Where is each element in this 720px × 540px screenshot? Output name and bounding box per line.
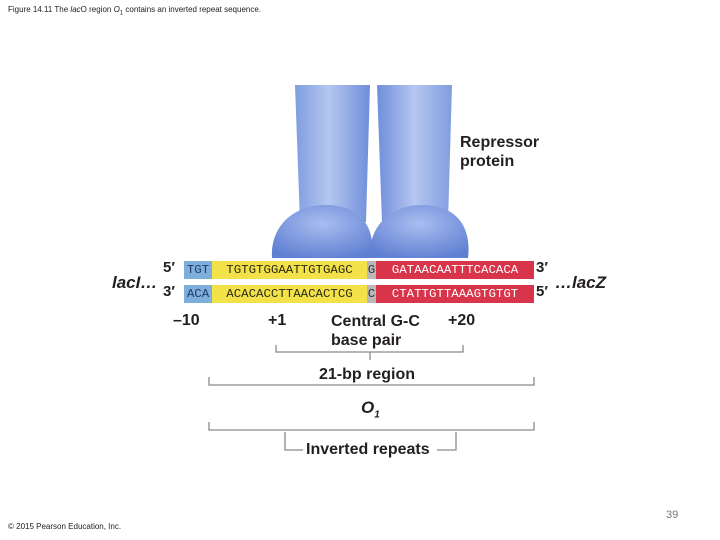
bottom-strand-sequence: ACA ACACACCTTAACACTCG C CTATTGTTAAAGTGTG…: [184, 285, 534, 303]
bottom-seq-blue: ACA: [184, 285, 212, 303]
bracket-inverted-repeats-left: [284, 432, 303, 451]
copyright: © 2015 Pearson Education, Inc.: [8, 522, 122, 531]
operator-letter: O: [361, 398, 375, 417]
bracket-inverted-repeats-right: [437, 432, 457, 451]
region-21bp-label: 21-bp region: [319, 366, 416, 383]
bottom-seq-yellow: ACACACCTTAACACTCG: [212, 285, 367, 303]
caption-lac: lac: [70, 5, 81, 14]
repressor-left-subunit: [295, 85, 370, 222]
operator-o1-label: O1: [361, 398, 380, 420]
figure-caption: Figure 14.11 The lacO region O1 contains…: [8, 5, 261, 17]
repressor-label-line2: protein: [460, 153, 515, 170]
repressor-right-head: [369, 205, 469, 258]
bottom-seq-red: CTATTGTTAAAGTGTGT: [376, 285, 534, 303]
top-strand-sequence: TGT TGTGTGGAATTGTGAGC G GATAACAATTTCACAC…: [184, 261, 534, 279]
central-gc-line1: Central G-C: [331, 313, 420, 330]
top-strand-5prime: 5′: [163, 259, 175, 276]
top-seq-red: GATAACAATTTCACACA: [376, 261, 534, 279]
repressor-left-head: [271, 205, 373, 258]
bracket-o1: [208, 422, 535, 431]
brackets: [208, 345, 535, 451]
bottom-strand-3prime: 3′: [163, 283, 175, 300]
repressor-label: Repressor protein: [460, 133, 539, 171]
position-minus10: –10: [173, 312, 200, 329]
central-gc-label: Central G-C base pair: [331, 312, 420, 350]
position-plus20: +20: [448, 312, 476, 329]
top-seq-central: G: [367, 261, 376, 279]
central-gc-line2: base pair: [331, 332, 402, 349]
position-plus1: +1: [268, 312, 287, 329]
bottom-seq-central: C: [367, 285, 376, 303]
caption-o-sub: 1: [119, 10, 124, 17]
caption-mid: O region: [80, 5, 114, 14]
top-seq-blue: TGT: [184, 261, 212, 279]
caption-suffix: contains an inverted repeat sequence.: [123, 5, 262, 14]
bracket-21bp: [208, 377, 535, 386]
page-number: 39: [666, 509, 679, 521]
bottom-strand-5prime: 5′: [536, 283, 548, 300]
repressor-right-subunit: [377, 85, 452, 222]
top-strand-3prime: 3′: [536, 259, 548, 276]
caption-o: O: [113, 5, 120, 14]
operator-sub: 1: [374, 409, 380, 421]
repressor-label-line1: Repressor: [460, 134, 540, 151]
caption-prefix: Figure 14.11 The: [8, 5, 71, 14]
inverted-repeats-label: Inverted repeats: [306, 441, 430, 458]
gene-laci-label: lacI…: [112, 273, 158, 292]
top-seq-yellow: TGTGTGGAATTGTGAGC: [212, 261, 367, 279]
gene-lacz-label: …lacZ: [555, 273, 607, 292]
